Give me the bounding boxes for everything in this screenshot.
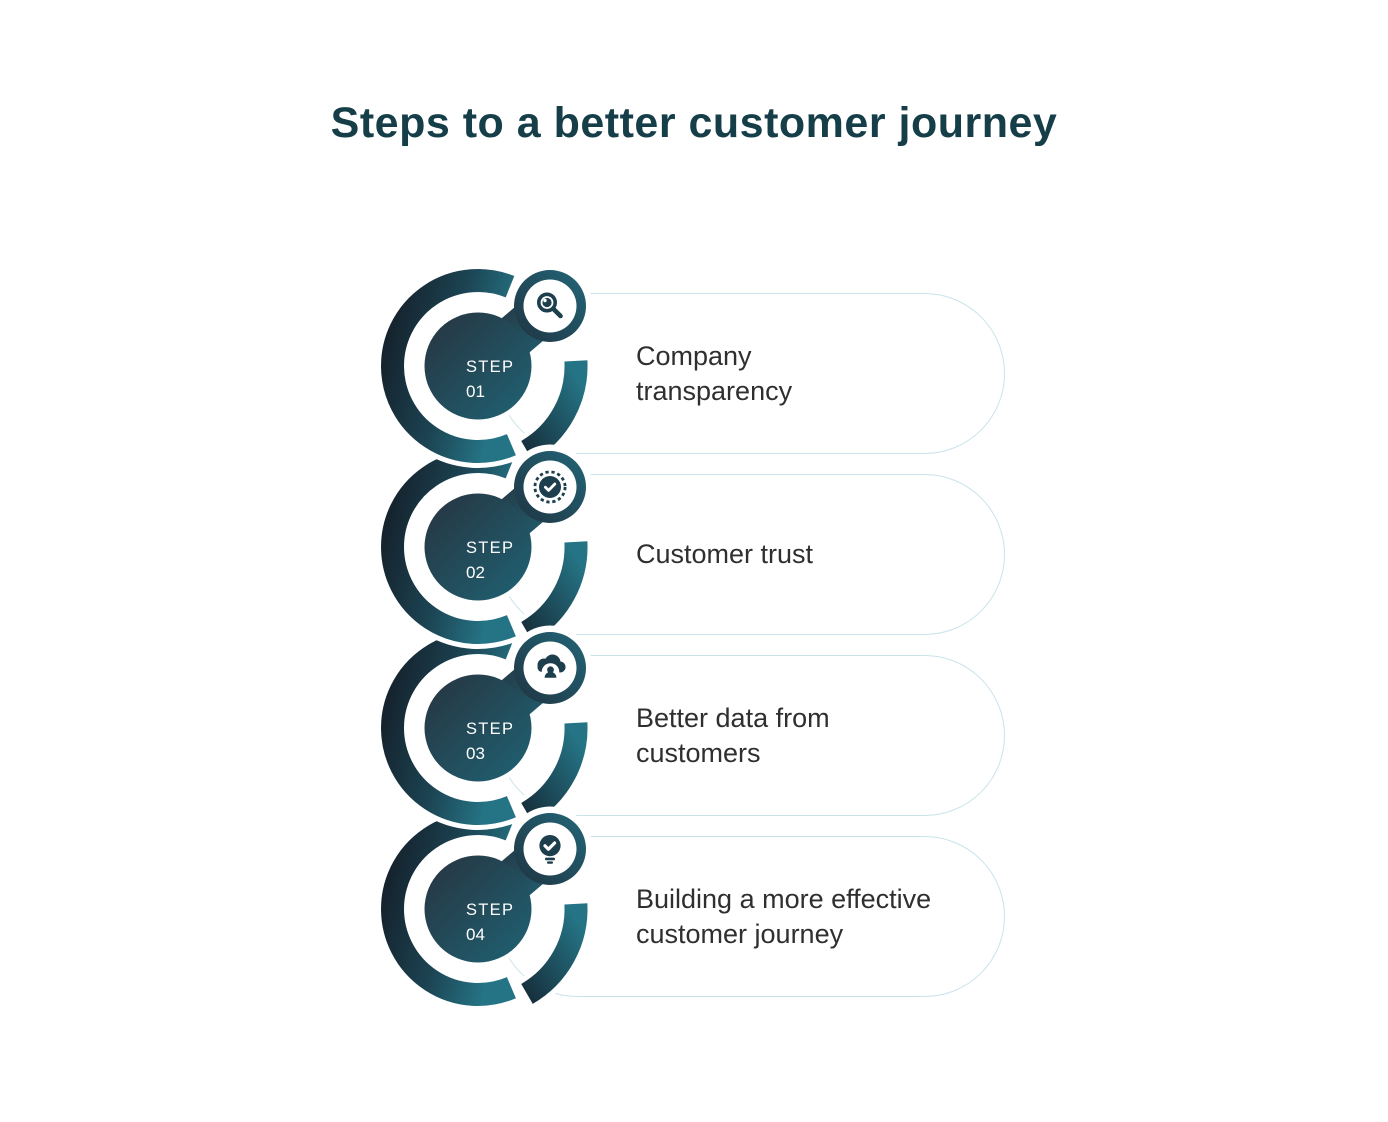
step-4-text-line-1: Building a more effective (636, 883, 932, 914)
step-1-text-line-2: transparency (636, 375, 793, 406)
lightbulb-check-icon (539, 835, 561, 864)
step-1-ring (376, 264, 593, 468)
step-4-text-line-2: customer journey (636, 918, 844, 949)
step-1-pill: Company transparency (497, 293, 1005, 454)
step-3-text-line-1: Better data from (636, 702, 830, 733)
step-2-blob (424, 493, 532, 601)
magnifier-eye-icon (537, 292, 563, 319)
step-3-core: STEP 03 (419, 625, 593, 787)
step-2-number: 02 (466, 563, 485, 582)
step-3-number: 03 (466, 744, 485, 763)
step-2-text-line-1: Customer trust (636, 539, 814, 569)
step-2-pill: Customer trust (497, 474, 1005, 635)
step-2-core: STEP 02 (419, 444, 593, 606)
cloud-user-icon (537, 654, 566, 681)
step-4-core: STEP 04 (419, 806, 593, 968)
step-4-number: 04 (466, 925, 485, 944)
step-rings-layer (376, 264, 593, 1011)
step-1-label: STEP (466, 358, 514, 376)
page-title: Steps to a better customer journey (330, 99, 1058, 147)
step-1-number: 01 (466, 382, 485, 401)
step-1-blob (424, 312, 532, 420)
step-3-pill: Better data from customers (497, 655, 1005, 816)
step-1-core: STEP 01 (419, 263, 593, 425)
step-4-blob (424, 855, 532, 963)
step-1-text-line-1: Company (636, 340, 752, 371)
verified-badge-icon (533, 470, 567, 504)
step-3-text-line-2: customers (636, 737, 761, 768)
step-4-label: STEP (466, 901, 514, 919)
step-3-label: STEP (466, 720, 514, 738)
step-2-label: STEP (466, 539, 514, 557)
step-4-pill: Building a more effective customer journ… (497, 836, 1005, 997)
step-3-blob (424, 674, 532, 782)
